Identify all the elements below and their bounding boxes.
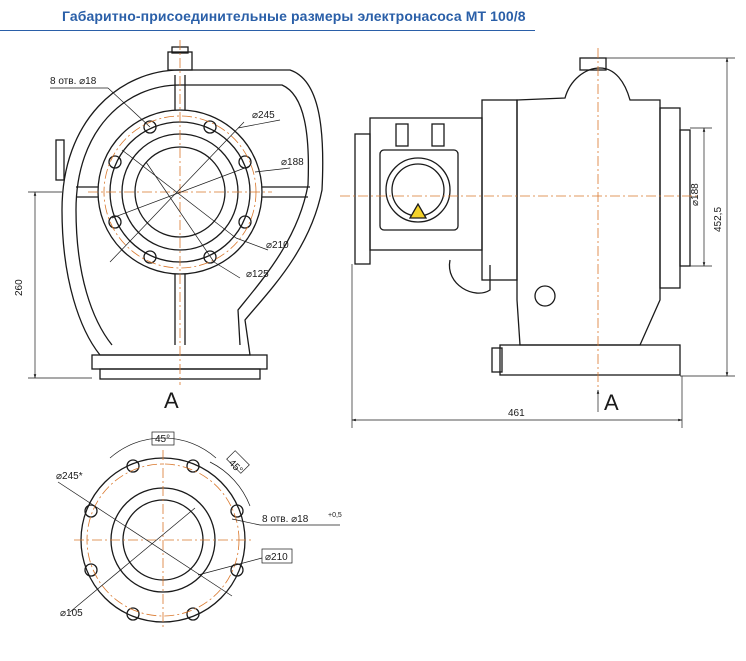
flange-d245-label: ⌀245* (56, 471, 83, 482)
front-d125-label: ⌀125 (246, 269, 269, 280)
side-d188-label: ⌀188 (690, 183, 701, 206)
front-holes-label: 8 отв. ⌀18 (50, 76, 97, 87)
flange-d210-label: ⌀210 (265, 552, 288, 563)
side-view (354, 57, 691, 376)
front-d210-label: ⌀210 (266, 240, 289, 251)
front-view (55, 46, 324, 380)
flange-angle2-label: 45° (226, 458, 244, 476)
flange-holes-label: 8 отв. ⌀18 (262, 514, 309, 525)
side-center-lines (340, 48, 700, 388)
side-height-label: 452,5 (713, 207, 724, 232)
front-d245-label: ⌀245 (252, 110, 275, 121)
flange-d105-label: ⌀105 (60, 608, 83, 619)
flange-angle1-label: 45° (155, 434, 170, 445)
front-height-label: 260 (14, 279, 25, 296)
front-d188-label: ⌀188 (281, 157, 304, 168)
flange-bolt-holes (84, 459, 244, 621)
flange-center-lines (74, 450, 252, 630)
page-title: Габаритно-присоединительные размеры элек… (62, 8, 526, 24)
title-underline (0, 30, 535, 31)
front-center-lines (88, 40, 272, 385)
side-view-label: А (604, 390, 619, 415)
front-view-label: А (164, 388, 179, 413)
flange-holes-tolerance: +0,5 (328, 512, 342, 519)
side-length-label: 461 (508, 408, 525, 419)
